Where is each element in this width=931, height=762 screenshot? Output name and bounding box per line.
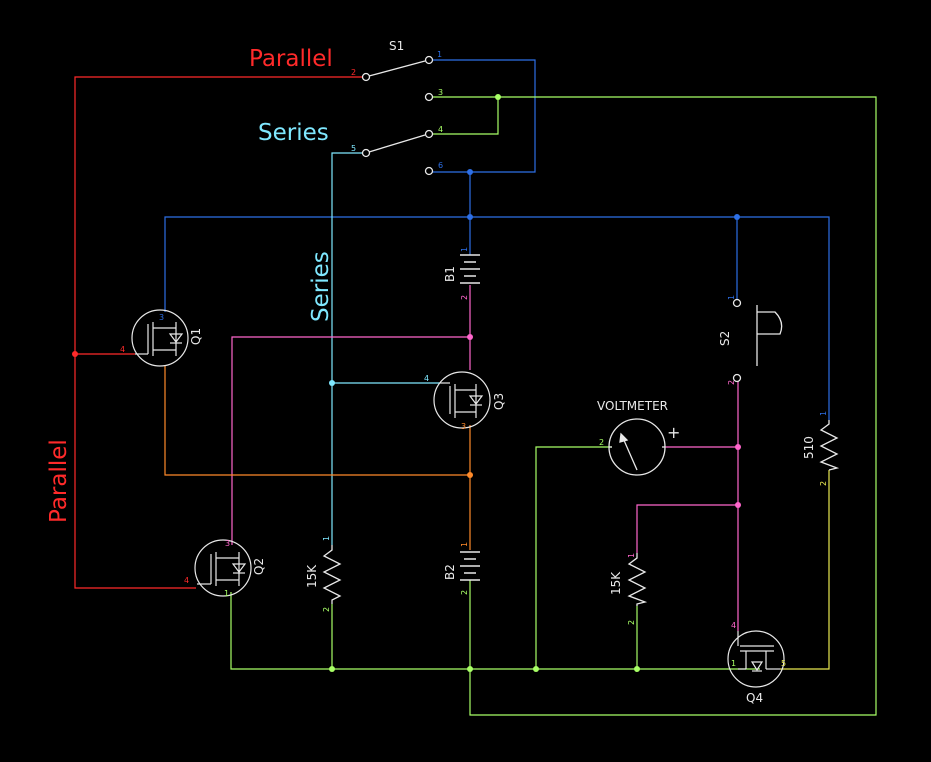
pin-r15k-right-2: 2	[627, 620, 636, 625]
voltmeter-plus-sign: +	[667, 423, 680, 442]
pin-r15k-left-1: 1	[322, 536, 331, 541]
pin-q4-5: 5	[781, 659, 786, 668]
wire-load-net	[780, 470, 830, 670]
pin-q2-3: 3	[225, 539, 230, 548]
pin-s2-2: 2	[727, 380, 736, 385]
mosfet-q3	[433, 371, 491, 429]
label-s2: S2	[718, 331, 732, 346]
resistor-510	[819, 420, 840, 471]
pin-b1-1: 1	[460, 247, 469, 252]
pin-voltmeter-2: 2	[599, 438, 604, 447]
pin-b1-2: 2	[460, 295, 469, 300]
pin-q2-4: 4	[184, 576, 189, 585]
label-q1: Q1	[189, 328, 203, 345]
wire-series-net	[331, 152, 440, 545]
pin-q3-4: 4	[424, 374, 429, 383]
pin-q2-1: 1	[224, 589, 229, 598]
pin-s2-1: 1	[727, 295, 736, 300]
pin-r510-1: 1	[819, 411, 828, 416]
junction-dots	[72, 94, 741, 672]
pin-q4-4: 4	[731, 621, 736, 630]
battery-b2	[460, 551, 480, 581]
label-series-side: Series	[308, 251, 334, 322]
wire-parallel-net	[74, 76, 363, 589]
wire-q-link-net	[164, 366, 471, 550]
voltmeter	[608, 418, 666, 476]
label-r-15k-right: 15K	[609, 571, 623, 595]
pin-q3-3: 3	[461, 422, 466, 431]
pin-q1-4: 4	[120, 345, 125, 354]
label-parallel-side: Parallel	[46, 439, 72, 523]
label-q4: Q4	[746, 691, 763, 705]
pin-q4-1: 1	[731, 659, 736, 668]
resistor-15k-right	[627, 553, 648, 606]
resistor-15k-left	[322, 545, 342, 604]
wire-ground-net	[230, 96, 877, 716]
battery-b1	[460, 254, 480, 284]
pin-r510-2: 2	[819, 481, 828, 486]
pin-q1-3: 3	[159, 313, 164, 322]
pin-s1-5: 5	[351, 144, 356, 153]
label-r-15k-left: 15K	[305, 564, 319, 588]
wire-battery-positive-net	[164, 59, 830, 420]
pin-s1-6: 6	[438, 161, 443, 170]
label-b1: B1	[443, 266, 457, 282]
switch-s1	[361, 55, 434, 176]
pin-s1-3: 3	[438, 88, 443, 97]
mosfet-q2	[194, 539, 252, 597]
pin-b2-1: 1	[460, 542, 469, 547]
label-q3: Q3	[492, 393, 506, 410]
pin-b2-2: 2	[460, 590, 469, 595]
pushbutton-s2	[732, 298, 783, 383]
mosfet-q4	[727, 630, 785, 688]
label-q2: Q2	[252, 558, 266, 575]
label-s1: S1	[389, 39, 404, 53]
label-series-top: Series	[258, 120, 329, 146]
label-b2: B2	[443, 564, 457, 580]
pin-r15k-left-2: 2	[322, 607, 331, 612]
pin-r15k-right-1: 1	[627, 553, 636, 558]
label-voltmeter: VOLTMETER	[597, 399, 668, 413]
pin-s1-2: 2	[351, 68, 356, 77]
label-parallel-top: Parallel	[249, 46, 333, 72]
label-r-510: 510	[802, 436, 816, 459]
pin-s1-1: 1	[437, 50, 442, 59]
pin-s1-4: 4	[438, 125, 443, 134]
mosfet-q1	[131, 309, 189, 367]
